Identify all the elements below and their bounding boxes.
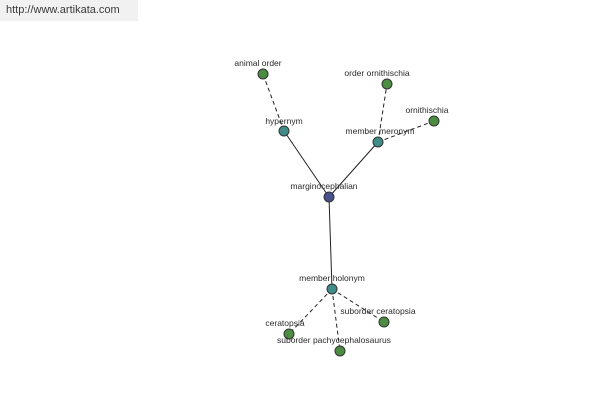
node-suborder-ceratopsia[interactable]	[378, 316, 390, 328]
label-suborder-pachycephalosaurus[interactable]: suborder pachycephalosaurus	[277, 335, 391, 345]
edge-meronym-ornithischia	[377, 120, 435, 143]
label-marginocephalian[interactable]: marginocephalian	[290, 181, 357, 191]
node-suborder-pachycephalosaurus[interactable]	[334, 345, 346, 357]
label-ornithischia[interactable]: ornithischia	[406, 105, 449, 115]
label-hypernym[interactable]: hypernym	[265, 116, 302, 126]
node-member-holonym[interactable]	[326, 283, 338, 295]
edge-holonym-ceratopsia	[288, 288, 333, 335]
edge-center-member-holonym	[328, 196, 333, 290]
label-member-holonym[interactable]: member holonym	[299, 273, 365, 283]
edge-center-hypernym	[283, 130, 330, 198]
edge-hypernym-animal-order	[262, 73, 285, 132]
edge-holonym-suborder-ceratopsia	[331, 288, 385, 323]
node-order-ornithischia[interactable]	[381, 78, 393, 90]
edge-meronym-order-ornithischia	[377, 83, 388, 143]
label-animal-order[interactable]: animal order	[234, 58, 281, 68]
node-animal-order[interactable]	[257, 68, 269, 80]
url-bar: http://www.artikata.com	[0, 0, 138, 21]
edge-holonym-pachycephalosaurus	[331, 288, 341, 352]
node-hypernym[interactable]	[278, 125, 290, 137]
label-member-meronym[interactable]: member meronym	[346, 126, 415, 136]
node-member-meronym[interactable]	[372, 136, 384, 148]
node-ornithischia[interactable]	[428, 115, 440, 127]
edge-center-member-meronym	[328, 141, 379, 198]
label-suborder-ceratopsia[interactable]: suborder ceratopsia	[340, 306, 415, 316]
label-ceratopsia[interactable]: ceratopsia	[265, 318, 304, 328]
node-marginocephalian[interactable]	[323, 191, 335, 203]
label-order-ornithischia[interactable]: order ornithischia	[344, 68, 409, 78]
site-url-link[interactable]: http://www.artikata.com	[6, 4, 120, 16]
node-ceratopsia[interactable]	[283, 328, 295, 340]
